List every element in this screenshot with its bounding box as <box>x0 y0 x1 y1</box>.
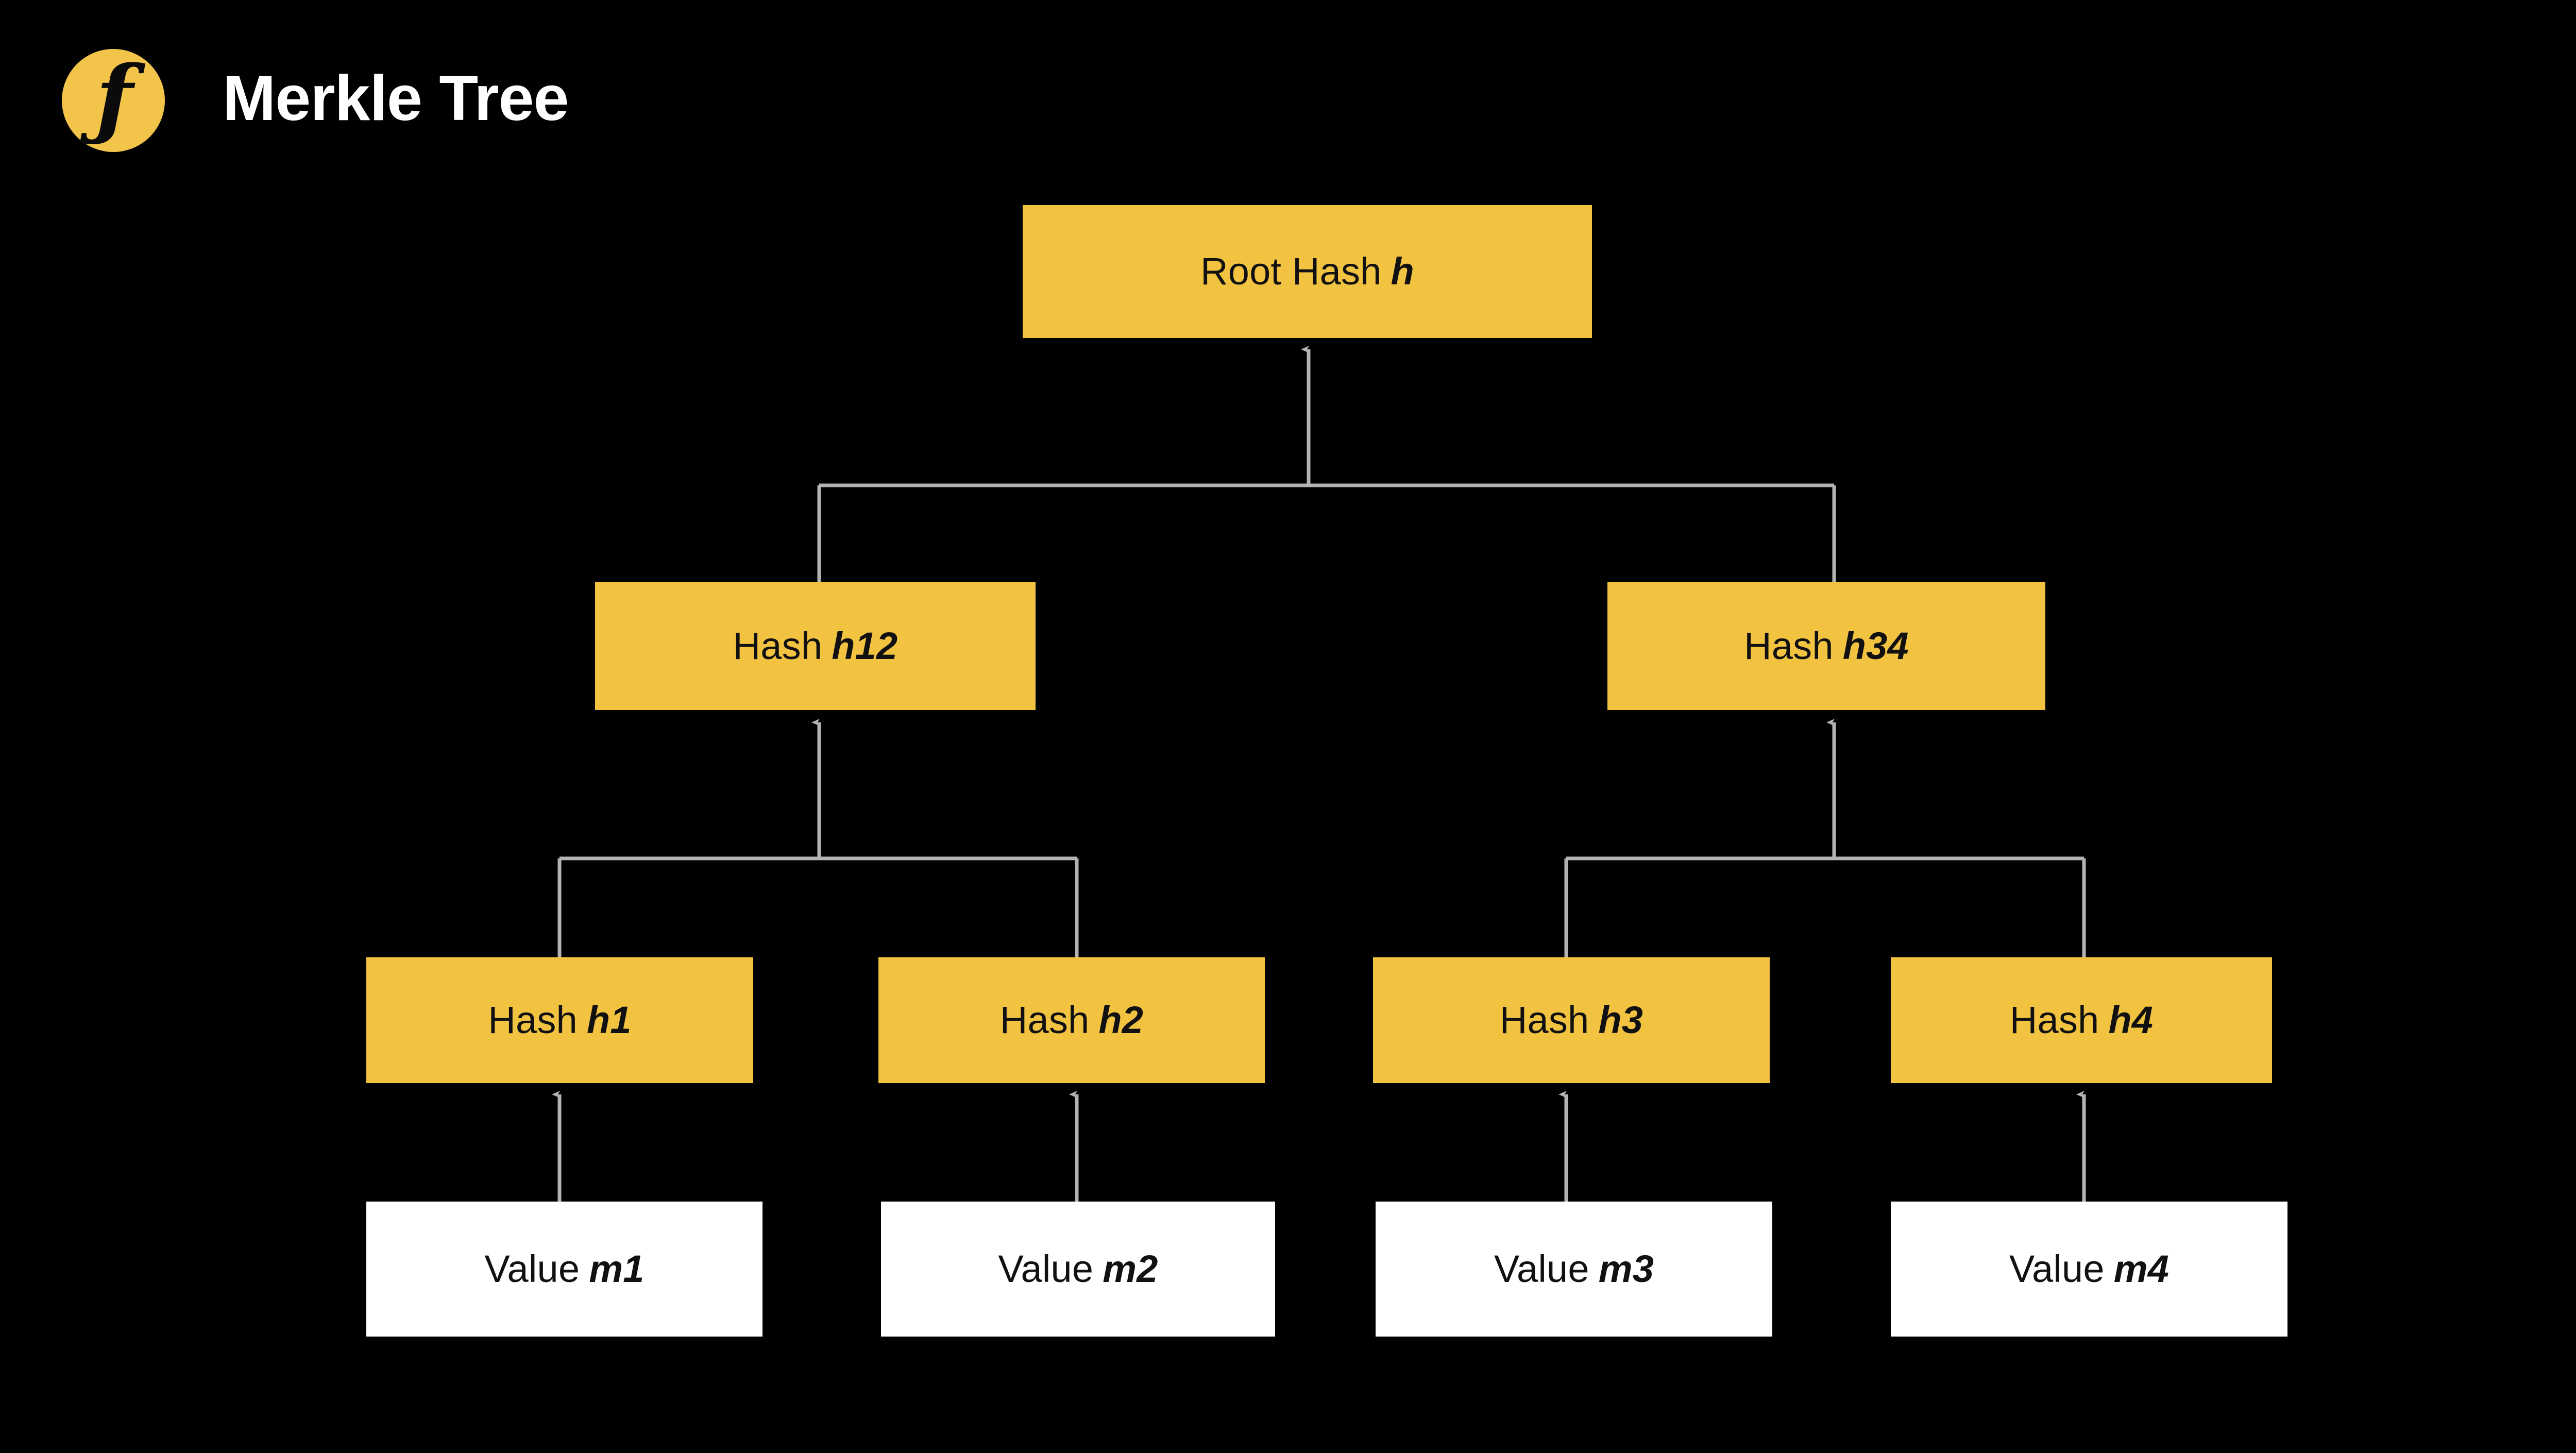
tree-node-h34[interactable]: Hash h34 <box>1607 582 2045 710</box>
node-label: Hash <box>2009 999 2099 1041</box>
tree-node-h3[interactable]: Hash h3 <box>1373 957 1770 1083</box>
node-variable: h34 <box>1842 624 1909 667</box>
node-variable: h <box>1391 250 1414 293</box>
tree-node-h1[interactable]: Hash h1 <box>366 957 753 1083</box>
node-label: Root Hash <box>1200 250 1382 293</box>
node-label: Hash <box>1744 624 1834 667</box>
node-label: Value <box>484 1247 580 1290</box>
logo-glyph: ƒ <box>95 46 133 148</box>
node-variable: m2 <box>1103 1247 1158 1290</box>
filecoin-logo-icon: ƒ <box>62 49 165 152</box>
tree-node-h12[interactable]: Hash h12 <box>595 582 1036 710</box>
tree-node-m1[interactable]: Value m1 <box>366 1202 762 1337</box>
node-label: Hash <box>999 999 1090 1041</box>
node-label: Hash <box>488 999 578 1041</box>
node-variable: h12 <box>832 624 898 667</box>
node-label: Hash <box>733 624 823 667</box>
node-variable: h3 <box>1598 999 1643 1041</box>
tree-node-m2[interactable]: Value m2 <box>881 1202 1275 1337</box>
node-variable: m4 <box>2113 1247 2170 1290</box>
page-title: Merkle Tree <box>223 63 569 134</box>
tree-node-h2[interactable]: Hash h2 <box>878 957 1265 1083</box>
node-label: Value <box>1494 1247 1589 1290</box>
node-variable: m3 <box>1598 1247 1654 1290</box>
tree-node-h4[interactable]: Hash h4 <box>1891 957 2272 1083</box>
tree-node-root[interactable]: Root Hash h <box>1023 205 1592 338</box>
slide-header: ƒ Merkle Tree <box>62 41 569 160</box>
node-variable: h1 <box>586 999 632 1041</box>
node-variable: m1 <box>589 1247 645 1290</box>
node-label: Hash <box>1499 999 1589 1041</box>
node-variable: h2 <box>1098 999 1144 1041</box>
tree-node-m3[interactable]: Value m3 <box>1376 1202 1772 1337</box>
node-label: Value <box>2009 1247 2105 1290</box>
tree-node-m4[interactable]: Value m4 <box>1891 1202 2287 1337</box>
node-label: Value <box>998 1247 1094 1290</box>
node-variable: h4 <box>2108 999 2154 1041</box>
